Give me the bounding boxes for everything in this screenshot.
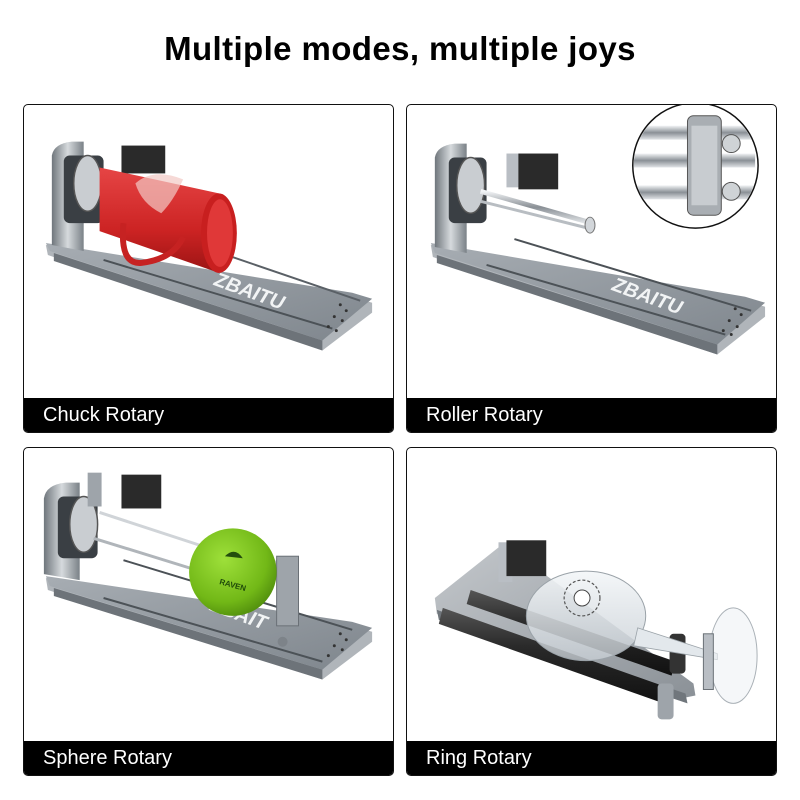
green-ball (189, 528, 277, 616)
panel-chuck-rotary: ZBAITU Chuck Rotary (23, 104, 394, 433)
panel-ring-rotary: Ring Rotary (406, 447, 777, 776)
roller-rotary-image: ZBAITU (430, 105, 766, 355)
sphere-rotary-image: ZBAIT RAVEN (43, 472, 373, 680)
panel-roller-rotary: ZBAITU Roller Rotary (406, 104, 777, 433)
page-title: Multiple modes, multiple joys (164, 30, 636, 67)
label-roller-rotary: Roller Rotary (407, 398, 776, 432)
label-sphere-rotary: Sphere Rotary (24, 741, 393, 775)
ring-rotary-image (434, 540, 758, 720)
label-ring-rotary: Ring Rotary (407, 741, 776, 775)
wine-glass (525, 570, 758, 704)
panel-sphere-rotary: ZBAIT RAVEN Sphere Rotary (23, 447, 394, 776)
zoom-inset (632, 105, 759, 229)
chuck-rotary-image: ZBAITU (45, 141, 373, 351)
label-chuck-rotary: Chuck Rotary (24, 398, 393, 432)
